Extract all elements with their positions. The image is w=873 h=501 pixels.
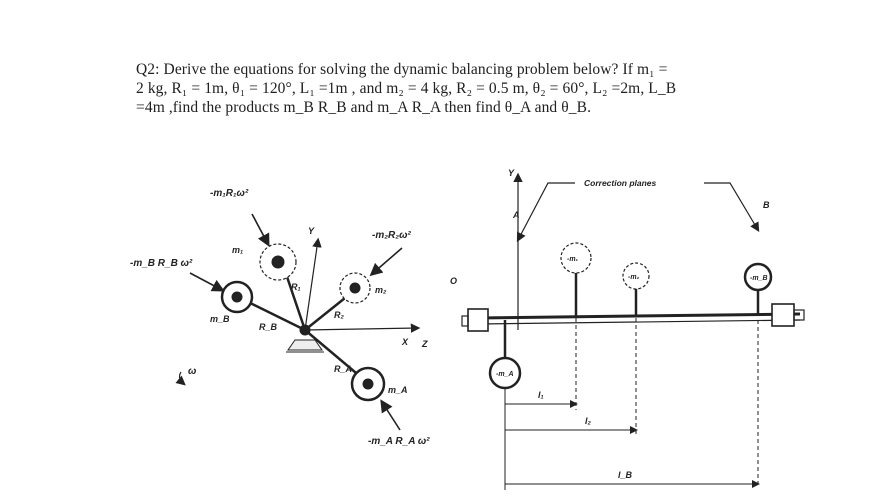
disc-1	[560, 242, 592, 274]
plane-b-label: B	[763, 200, 770, 210]
axis-y-label-left: Y	[308, 226, 315, 236]
mass-label-a: m_A	[388, 385, 408, 395]
question-line-3: =4m ,find the products m_B R_B and m_A R…	[136, 99, 592, 116]
bearing-left	[467, 308, 489, 332]
radius-label-2: R₂	[334, 310, 344, 320]
mass-label-b: m_B	[210, 314, 230, 324]
disc-2-label: -m₂	[628, 274, 640, 281]
axis-z-label: Z	[421, 339, 428, 349]
force-arrow-b	[189, 272, 225, 292]
omega-label: ω	[188, 366, 197, 377]
disc-b	[743, 262, 773, 292]
correction-planes-label: Correction planes	[584, 178, 657, 188]
axis-x-label: X	[401, 337, 409, 347]
dim-l2-label: l₂	[585, 416, 592, 426]
shaft	[477, 312, 801, 320]
dim-l1-label: l₁	[538, 390, 544, 400]
bearing-right	[771, 303, 795, 327]
omega-arrow	[175, 371, 186, 386]
force-label-2: -m₂R₂ω²	[372, 230, 411, 241]
x-axis-line	[304, 323, 421, 333]
end-view-diagram	[175, 213, 421, 431]
y-axis-line	[304, 237, 322, 331]
question-line-2: 2 kg, R₁ = 1m, θ₁ = 120°, L₁ =1m , and m…	[136, 80, 677, 97]
dim-lb-label: l_B	[618, 470, 633, 480]
radius-label-1: R₁	[291, 282, 301, 292]
disc-a-label: -m_A	[496, 371, 514, 378]
correction-plane-pointer-a	[516, 182, 575, 243]
plane-a-label: A	[512, 210, 520, 220]
force-arrow-1	[251, 213, 270, 247]
origin-label: O	[450, 276, 457, 286]
mass-label-2: m₂	[375, 285, 387, 295]
side-view-diagram	[461, 172, 805, 490]
force-label-1: -m₁R₁ω²	[210, 188, 249, 199]
question-line-1: Q2: Derive the equations for solving the…	[136, 61, 668, 78]
question-text: Q2: Derive the equations for solving the…	[136, 60, 836, 117]
force-arrow-2	[369, 247, 403, 277]
disc-b-label: -m_B	[750, 275, 768, 282]
force-label-b: -m_B R_B ω²	[130, 258, 193, 269]
force-label-a: -m_A R_A ω²	[368, 436, 430, 447]
disc-1-label: -m₁	[567, 256, 579, 263]
force-arrow-a	[380, 399, 401, 431]
correction-plane-pointer-b	[704, 182, 760, 233]
disc-2	[622, 262, 650, 290]
radius-label-b: R_B	[259, 322, 278, 332]
mass-label-1: m₁	[232, 245, 243, 255]
axis-y-label-right: Y	[508, 168, 515, 178]
radius-label-a: R_A	[334, 364, 352, 374]
